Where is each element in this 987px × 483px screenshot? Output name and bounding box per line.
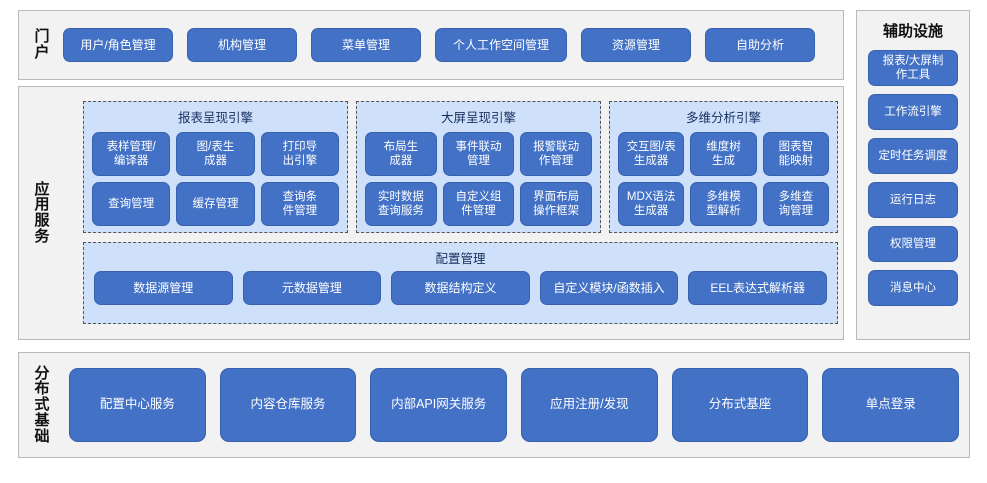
realtime-data-query-service-button[interactable]: 实时数据 查询服务 <box>365 182 437 226</box>
configuration-management-row: 数据源管理元数据管理数据结构定义自定义模块/函数插入 EEL表达式解析器 <box>84 267 837 311</box>
distributed-foundation-row: 配置中心服务内容仓库服务内部API网关服务应用注册/发现分布式基座单点登录 <box>69 353 960 457</box>
config-center-service-button[interactable]: 配置中心服务 <box>69 368 206 442</box>
large-screen-rendering-engine-title: 大屏呈现引擎 <box>440 111 516 125</box>
ui-layout-operation-framework-button[interactable]: 界面布局 操作框架 <box>520 182 592 226</box>
menu-management-button[interactable]: 菜单管理 <box>311 28 421 62</box>
print-export-engine-button[interactable]: 打印导 出引擎 <box>260 132 339 176</box>
aux-facilities-list: 报表/大屏制 作工具工作流引擎定时任务调度运行日志权限管理消息中心 <box>857 50 969 306</box>
multidimensional-model-parsing-button[interactable]: 多维模 型解析 <box>690 182 757 226</box>
mdx-syntax-generator-button[interactable]: MDX语法 生成器 <box>618 182 685 226</box>
distributed-foundation-label-text: 分布式基础 <box>34 364 50 445</box>
configuration-management-title: 配置管理 <box>435 252 486 266</box>
distributed-base-button[interactable]: 分布式基座 <box>671 368 809 442</box>
interactive-chart-table-generator-button[interactable]: 交互图/表 生成器 <box>618 132 685 176</box>
portal-section-label-text: 门户 <box>34 28 50 61</box>
multidimensional-analysis-engine-grid: 交互图/表 生成器维度树 生成图表智 能映射 MDX语法 生成器多维模 型解析多维… <box>610 126 837 234</box>
event-linkage-management-button[interactable]: 事件联动 管理 <box>442 132 515 176</box>
portal-section-label: 门户 <box>27 11 57 79</box>
application-services-label-text: 应用服务 <box>34 180 50 245</box>
alarm-linkage-action-management-button[interactable]: 报警联动 作管理 <box>520 132 592 176</box>
content-repository-service-button[interactable]: 内容仓库服务 <box>219 368 357 442</box>
internal-api-gateway-service-button[interactable]: 内部API网关服务 <box>370 368 508 442</box>
distributed-foundation-section: 分布式基础 配置中心服务内容仓库服务内部API网关服务应用注册/发现分布式基座单… <box>18 352 970 458</box>
report-rendering-engine-panel: 报表呈现引擎 表样管理/ 编译器图/表生 成器打印导 出引擎查询管理缓存管理查询… <box>83 101 348 233</box>
query-management-button[interactable]: 查询管理 <box>92 182 171 226</box>
metadata-management-button[interactable]: 元数据管理 <box>242 271 382 305</box>
personal-workspace-management-button[interactable]: 个人工作空间管理 <box>435 28 567 62</box>
report-rendering-engine-grid: 表样管理/ 编译器图/表生 成器打印导 出引擎查询管理缓存管理查询条 件管理 <box>84 126 347 234</box>
layout-generator-button[interactable]: 布局生 成器 <box>365 132 437 176</box>
configuration-management-panel: 配置管理 数据源管理元数据管理数据结构定义自定义模块/函数插入 EEL表达式解析器 <box>83 242 838 324</box>
self-service-analysis-button[interactable]: 自助分析 <box>705 28 815 62</box>
message-center-button[interactable]: 消息中心 <box>868 270 958 306</box>
permission-management-button[interactable]: 权限管理 <box>868 226 958 262</box>
portal-section: 门户 用户/角色管理机构管理菜单管理个人工作空间管理资源管理自助分析 <box>18 10 844 80</box>
large-screen-rendering-engine-grid: 布局生 成器事件联动 管理报警联动 作管理实时数据 查询服务自定义组 件管理界面… <box>357 126 600 234</box>
workflow-engine-button[interactable]: 工作流引擎 <box>868 94 958 130</box>
org-management-button[interactable]: 机构管理 <box>187 28 297 62</box>
report-screen-authoring-tool-button[interactable]: 报表/大屏制 作工具 <box>868 50 958 86</box>
resource-management-button[interactable]: 资源管理 <box>581 28 691 62</box>
user-role-management-button[interactable]: 用户/角色管理 <box>63 28 173 62</box>
scheduled-task-scheduler-button[interactable]: 定时任务调度 <box>868 138 958 174</box>
large-screen-rendering-engine-panel: 大屏呈现引擎 布局生 成器事件联动 管理报警联动 作管理实时数据 查询服务自定义… <box>356 101 601 233</box>
dimension-tree-generation-button[interactable]: 维度树 生成 <box>690 132 757 176</box>
aux-facilities-section: 辅助设施 报表/大屏制 作工具工作流引擎定时任务调度运行日志权限管理消息中心 <box>856 10 970 340</box>
eel-expression-parser-button[interactable]: EEL表达式解析器 <box>688 271 827 305</box>
report-rendering-engine-title: 报表呈现引擎 <box>177 111 253 125</box>
aux-facilities-title: 辅助设施 <box>882 23 943 40</box>
data-structure-definition-button[interactable]: 数据结构定义 <box>391 271 530 305</box>
custom-module-function-insertion-button[interactable]: 自定义模块/函数插入 <box>539 271 679 305</box>
single-sign-on-button[interactable]: 单点登录 <box>822 368 960 442</box>
application-services-label: 应用服务 <box>27 87 57 339</box>
chart-intelligent-mapping-button[interactable]: 图表智 能映射 <box>762 132 829 176</box>
multidimensional-analysis-engine-title: 多维分析引擎 <box>685 111 761 125</box>
multidimensional-query-management-button[interactable]: 多维查 询管理 <box>762 182 829 226</box>
portal-button-row: 用户/角色管理机构管理菜单管理个人工作空间管理资源管理自助分析 <box>63 11 837 79</box>
custom-component-management-button[interactable]: 自定义组 件管理 <box>442 182 515 226</box>
app-registration-discovery-button[interactable]: 应用注册/发现 <box>521 368 658 442</box>
distributed-foundation-label: 分布式基础 <box>27 353 57 457</box>
form-template-management-compiler-button[interactable]: 表样管理/ 编译器 <box>92 132 171 176</box>
query-condition-management-button[interactable]: 查询条 件管理 <box>260 182 339 226</box>
application-services-section: 应用服务 报表呈现引擎 表样管理/ 编译器图/表生 成器打印导 出引擎查询管理缓… <box>18 86 844 340</box>
chart-table-generator-button[interactable]: 图/表生 成器 <box>176 132 255 176</box>
cache-management-button[interactable]: 缓存管理 <box>176 182 255 226</box>
runtime-log-button[interactable]: 运行日志 <box>868 182 958 218</box>
datasource-management-button[interactable]: 数据源管理 <box>94 271 233 305</box>
